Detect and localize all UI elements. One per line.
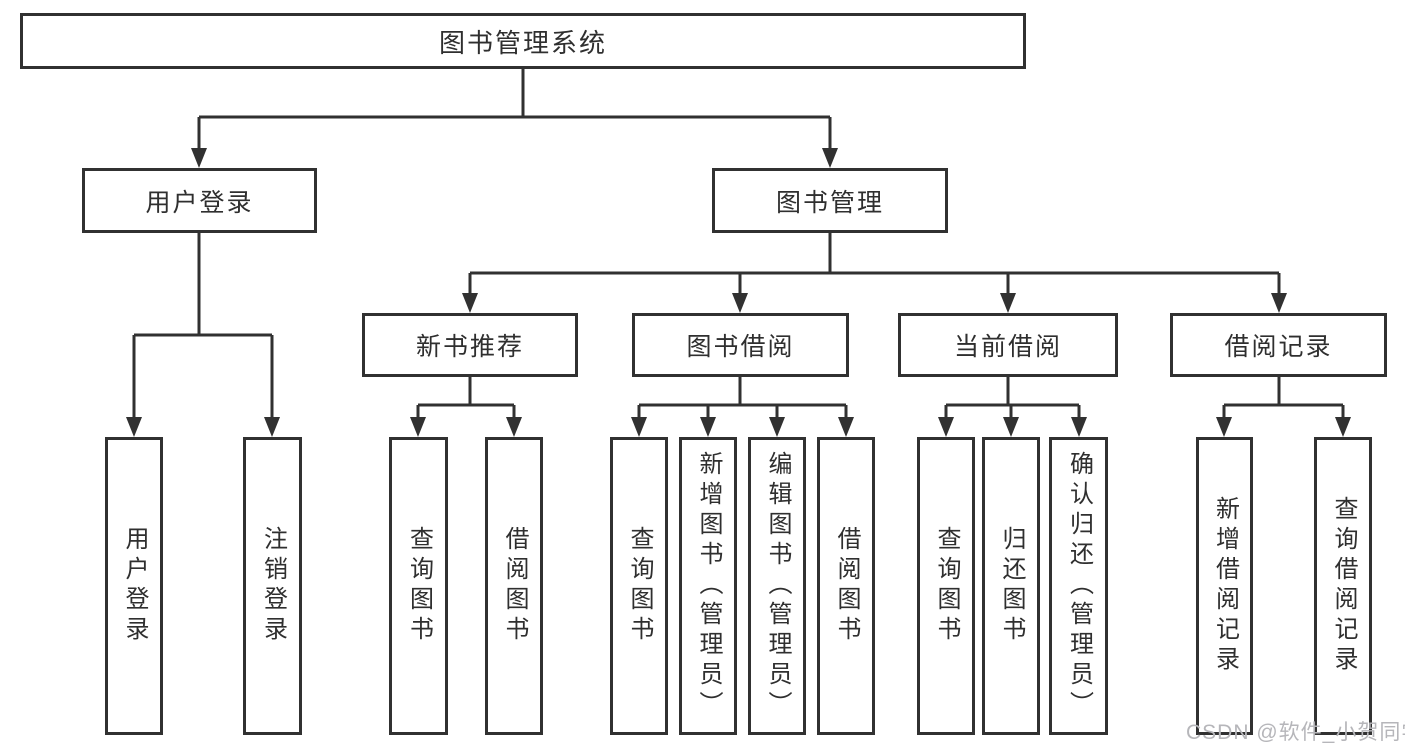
node-borrow-records: 借阅记录	[1170, 313, 1387, 377]
node-new-book-recommend: 新书推荐	[362, 313, 578, 377]
leaf-edit-books-admin: 编辑图书（管理员）	[748, 437, 806, 735]
connector-user-login-split	[134, 233, 272, 337]
leaf-query-borrow-record: 查询借阅记录	[1314, 437, 1372, 735]
node-user-login: 用户登录	[82, 168, 317, 233]
connector-new-book-split	[418, 377, 514, 407]
leaf-add-borrow-record: 新增借阅记录	[1196, 437, 1253, 735]
connector-book-borrow-split	[639, 377, 846, 407]
leaf-query-books-current: 查询图书	[917, 437, 975, 735]
leaf-add-books-admin: 新增图书（管理员）	[679, 437, 737, 735]
node-current-borrow: 当前借阅	[898, 313, 1118, 377]
connector-book-mgmt-split	[470, 233, 1279, 275]
leaf-query-books-borrow: 查询图书	[610, 437, 668, 735]
node-book-borrow: 图书借阅	[632, 313, 849, 377]
leaf-borrow-books-recommend: 借阅图书	[485, 437, 543, 735]
leaf-confirm-return-admin: 确认归还（管理员）	[1049, 437, 1108, 735]
connector-current-borrow-split	[946, 377, 1079, 407]
csdn-watermark: CSDN @软件_小贺同学	[1186, 721, 1405, 744]
node-library-management-system: 图书管理系统	[20, 13, 1026, 69]
connector-borrow-records-split	[1224, 377, 1343, 407]
leaf-logout: 注销登录	[243, 437, 302, 735]
leaf-borrow-books: 借阅图书	[817, 437, 875, 735]
leaf-query-books-recommend: 查询图书	[389, 437, 448, 735]
leaf-user-login: 用户登录	[105, 437, 163, 735]
node-book-management: 图书管理	[712, 168, 948, 233]
leaf-return-books: 归还图书	[982, 437, 1040, 735]
connector-root-split	[199, 69, 830, 119]
